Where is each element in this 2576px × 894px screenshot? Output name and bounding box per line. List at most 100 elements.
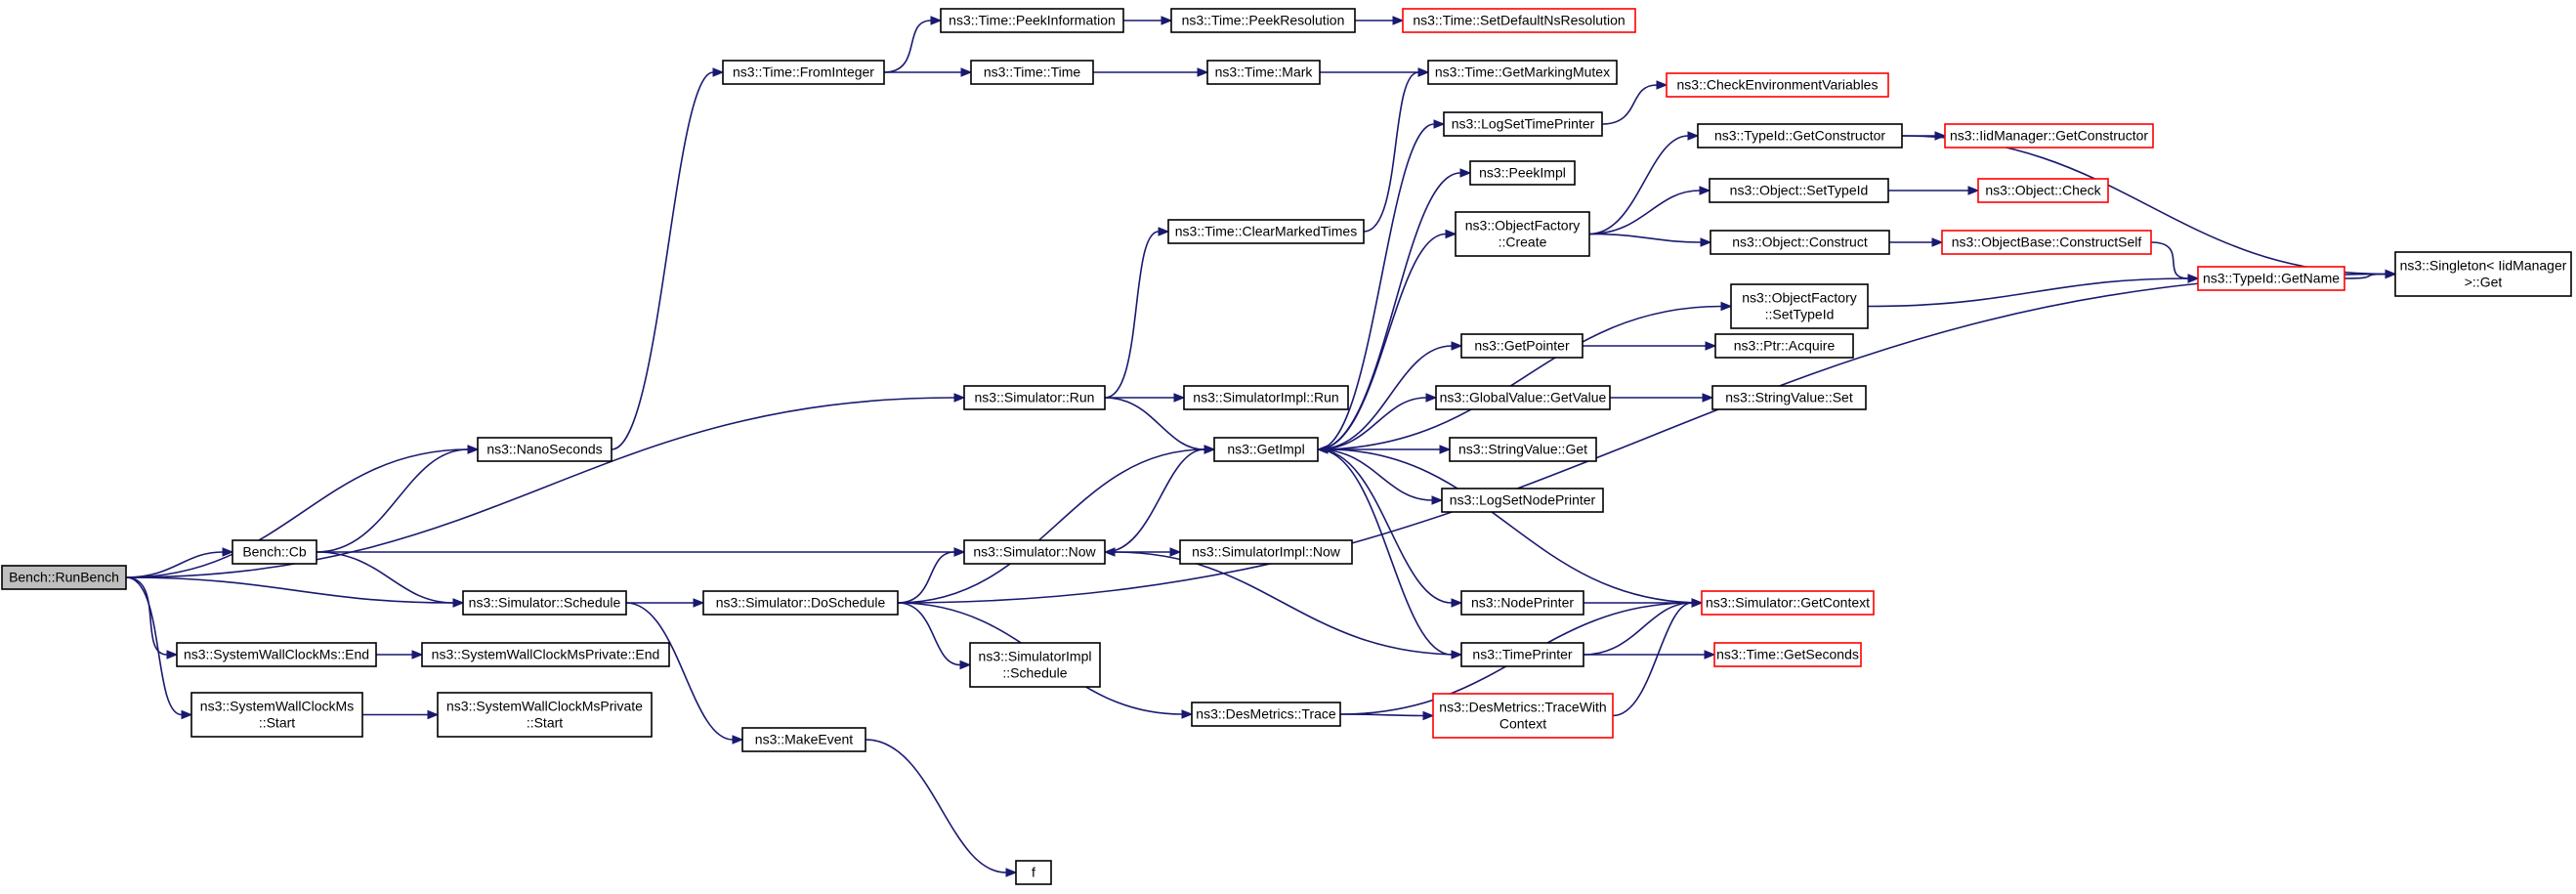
node-schedule-label: ns3::Simulator::Schedule <box>469 595 621 611</box>
arrowhead-schedule-to-doschedule <box>693 598 705 608</box>
node-logsettime[interactable]: ns3::LogSetTimePrinter <box>1443 111 1603 137</box>
node-runbench-label: Bench::RunBench <box>9 570 119 585</box>
edge-runbench-to-nanoseconds <box>125 448 469 578</box>
edge-simgetcontext-to-getimpl <box>1327 448 1703 604</box>
arrowhead-simrun-to-clearmarked <box>1158 227 1170 236</box>
node-mark[interactable]: ns3::Time::Mark <box>1206 60 1321 85</box>
node-doschedule[interactable]: ns3::Simulator::DoSchedule <box>702 590 899 616</box>
node-wallstart[interactable]: ns3::SystemWallClockMs::Start <box>190 692 363 738</box>
node-tidgetctor-label: ns3::TypeId::GetConstructor <box>1714 128 1885 144</box>
node-gvgetvalue-box <box>1435 385 1611 410</box>
node-logsetnode-label: ns3::LogSetNodePrinter <box>1450 492 1596 508</box>
edge-ofcreate-to-objconstruct <box>1588 233 1702 243</box>
node-timegetseconds[interactable]: ns3::Time::GetSeconds <box>1713 642 1862 667</box>
node-peekinfo-label: ns3::Time::PeekInformation <box>949 13 1116 28</box>
node-schedule[interactable]: ns3::Simulator::Schedule <box>462 590 627 616</box>
arrowhead-wallstart-to-wallpstart <box>427 709 440 720</box>
node-wallpend-box <box>421 642 670 667</box>
node-simrun-box <box>963 385 1106 410</box>
node-constructself[interactable]: ns3::ObjectBase::ConstructSelf <box>1941 230 2152 255</box>
node-frominteger[interactable]: ns3::Time::FromInteger <box>722 60 885 85</box>
node-logsetnode[interactable]: ns3::LogSetNodePrinter <box>1441 488 1604 513</box>
arrowhead-simnow-to-getimpl <box>1204 445 1216 454</box>
node-implrun[interactable]: ns3::SimulatorImpl::Run <box>1183 385 1349 410</box>
arrowhead-destrace-to-tracewith <box>1422 710 1435 721</box>
node-peekres[interactable]: ns3::Time::PeekResolution <box>1170 8 1356 33</box>
node-cb[interactable]: Bench::Cb <box>232 539 317 565</box>
node-svset[interactable]: ns3::StringValue::Set <box>1711 385 1867 410</box>
node-runbench[interactable]: Bench::RunBench <box>1 565 127 590</box>
node-getpointer[interactable]: ns3::GetPointer <box>1460 333 1584 359</box>
node-getimpl[interactable]: ns3::GetImpl <box>1213 437 1319 462</box>
node-ptracquire-box <box>1714 333 1854 359</box>
node-getimpl-label: ns3::GetImpl <box>1227 442 1304 457</box>
node-timetime-label: ns3::Time::Time <box>984 64 1081 80</box>
arrowhead-runbench-to-cb <box>222 547 234 557</box>
node-objsettypeid-label: ns3::Object::SetTypeId <box>1730 183 1869 198</box>
node-nodeprinter[interactable]: ns3::NodePrinter <box>1460 590 1584 616</box>
node-ofcreate[interactable]: ns3::ObjectFactory::Create <box>1455 211 1590 257</box>
node-gvgetvalue[interactable]: ns3::GlobalValue::GetValue <box>1435 385 1611 410</box>
node-clearmarked[interactable]: ns3::Time::ClearMarkedTimes <box>1167 219 1365 244</box>
node-objsettypeid-box <box>1709 178 1889 203</box>
node-wallstart-label: ::Start <box>259 715 295 731</box>
node-svget[interactable]: ns3::StringValue::Get <box>1449 437 1597 462</box>
node-tracewith-label: ns3::DesMetrics::TraceWith <box>1439 700 1606 715</box>
arrowhead-timeprinter-to-timegetseconds <box>1704 650 1716 660</box>
node-singleton[interactable]: ns3::Singleton< IidManager>::Get <box>2394 251 2572 297</box>
node-f-box <box>1015 860 1052 885</box>
node-wallpend[interactable]: ns3::SystemWallClockMsPrivate::End <box>421 642 670 667</box>
node-simnow[interactable]: ns3::Simulator::Now <box>963 539 1106 565</box>
arrowhead-getimpl-to-ofcreate <box>1445 229 1457 239</box>
node-ofsettypeid-box <box>1730 283 1869 329</box>
node-nanoseconds[interactable]: ns3::NanoSeconds <box>477 437 612 462</box>
node-mark-box <box>1206 60 1321 85</box>
node-timegetseconds-box <box>1713 642 1862 667</box>
node-getmarkingmutex[interactable]: ns3::Time::GetMarkingMutex <box>1427 60 1618 85</box>
node-simgetcontext-box <box>1701 590 1875 616</box>
node-peekres-box <box>1170 8 1356 33</box>
node-checkenv[interactable]: ns3::CheckEnvironmentVariables <box>1666 72 1889 98</box>
node-f[interactable]: f <box>1015 860 1052 885</box>
node-ptracquire[interactable]: ns3::Ptr::Acquire <box>1714 333 1854 359</box>
edge-ofcreate-to-objsettypeid <box>1588 190 1701 235</box>
node-ofsettypeid[interactable]: ns3::ObjectFactory::SetTypeId <box>1730 283 1869 329</box>
arrowhead-getimpl-to-peekimpl <box>1459 168 1472 178</box>
node-simgetcontext[interactable]: ns3::Simulator::GetContext <box>1701 590 1875 616</box>
edge-doschedule-to-implschedule <box>897 602 961 666</box>
node-frominteger-box <box>722 60 885 85</box>
edge-runbench-to-wallend <box>125 576 168 656</box>
arrowhead-runbench-to-simrun <box>953 393 966 403</box>
node-simrun[interactable]: ns3::Simulator::Run <box>963 385 1106 410</box>
node-objcheck[interactable]: ns3::Object::Check <box>1977 178 2109 203</box>
node-setdefault[interactable]: ns3::Time::SetDefaultNsResolution <box>1402 8 1636 33</box>
node-peekimpl[interactable]: ns3::PeekImpl <box>1469 160 1576 186</box>
node-destrace[interactable]: ns3::DesMetrics::Trace <box>1191 702 1341 727</box>
arrowhead-nanoseconds-to-frominteger <box>712 67 725 77</box>
node-objconstruct[interactable]: ns3::Object::Construct <box>1710 230 1890 255</box>
node-wallend[interactable]: ns3::SystemWallClockMs::End <box>176 642 377 667</box>
node-objsettypeid[interactable]: ns3::Object::SetTypeId <box>1709 178 1889 203</box>
node-timetime[interactable]: ns3::Time::Time <box>970 60 1094 85</box>
node-nanoseconds-box <box>477 437 612 462</box>
node-peekinfo[interactable]: ns3::Time::PeekInformation <box>940 8 1124 33</box>
node-timeprinter[interactable]: ns3::TimePrinter <box>1460 642 1584 667</box>
node-implnow[interactable]: ns3::SimulatorImpl::Now <box>1179 539 1353 565</box>
arrowhead-gvgetvalue-to-svset <box>1702 393 1714 403</box>
edge-clearmarked-to-getmarkingmutex <box>1363 71 1419 233</box>
edge-cb-to-nanoseconds <box>316 448 469 553</box>
node-wallpstart[interactable]: ns3::SystemWallClockMsPrivate::Start <box>437 692 653 738</box>
node-doschedule-label: ns3::Simulator::DoSchedule <box>716 595 886 611</box>
arrowhead-simnow-to-implnow <box>1169 547 1182 557</box>
node-tidgetctor[interactable]: ns3::TypeId::GetConstructor <box>1697 123 1903 149</box>
arrowhead-peekres-to-setdefault <box>1392 16 1405 25</box>
node-iidgetctor[interactable]: ns3::IidManager::GetConstructor <box>1944 123 2154 149</box>
edge-timeprinter-to-simgetcontext <box>1583 602 1693 656</box>
node-timeprinter-box <box>1460 642 1584 667</box>
node-implschedule[interactable]: ns3::SimulatorImpl::Schedule <box>969 642 1101 688</box>
node-makeevent[interactable]: ns3::MakeEvent <box>741 727 866 752</box>
node-checkenv-label: ns3::CheckEnvironmentVariables <box>1677 77 1879 93</box>
node-tidgetname[interactable]: ns3::TypeId::GetName <box>2197 266 2345 291</box>
